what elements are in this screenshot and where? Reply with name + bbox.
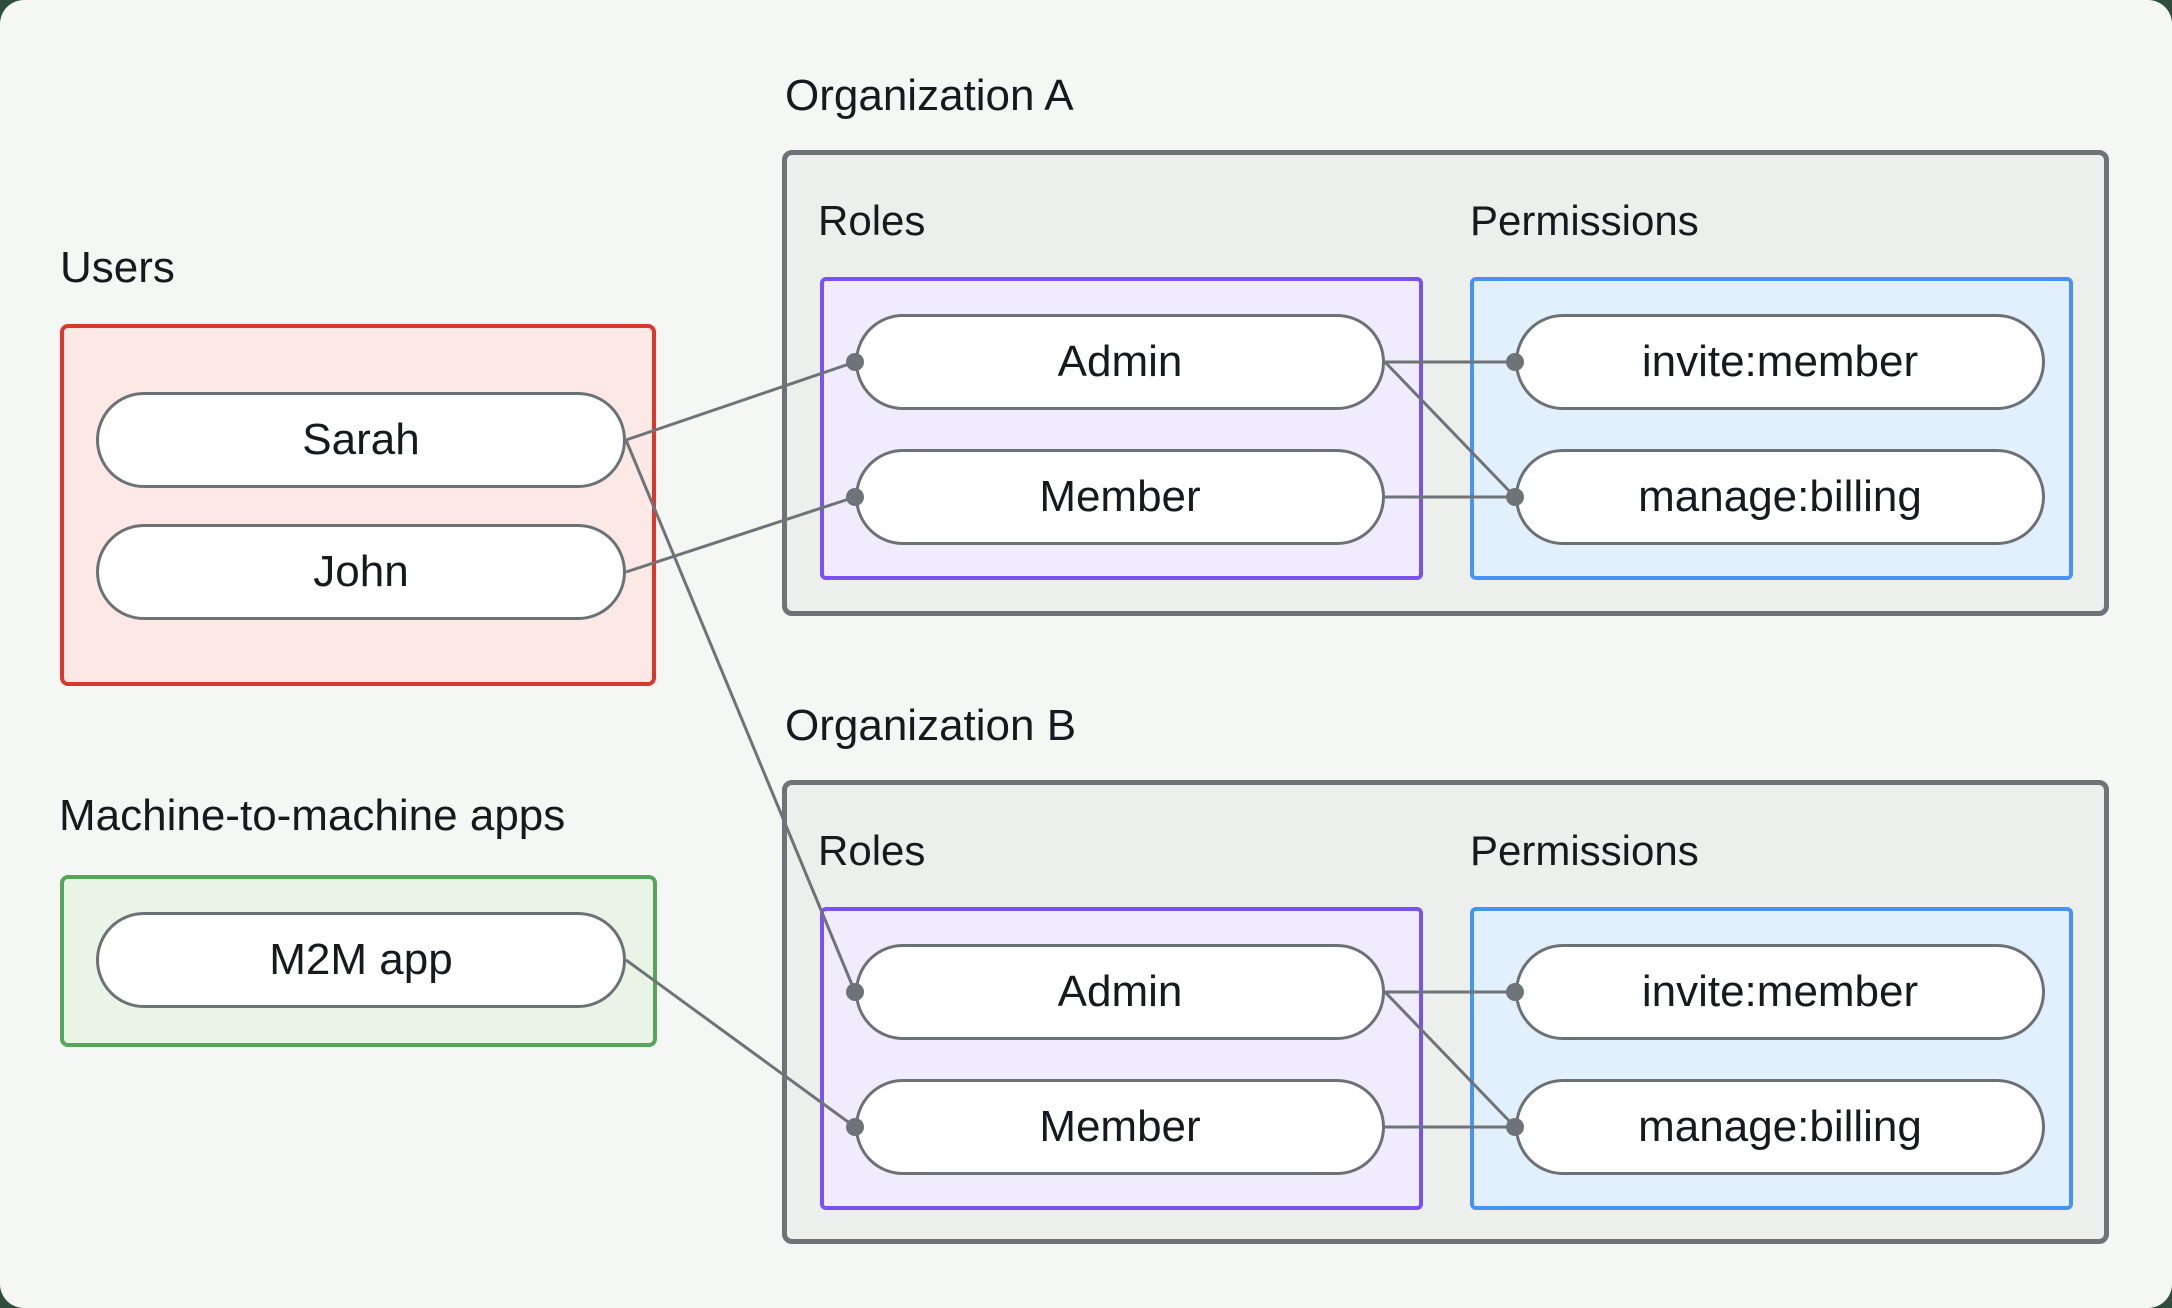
pill-org-a-perm-manage-billing: manage:billing [1515, 449, 2045, 545]
org-a-permissions-label: Permissions [1470, 197, 1699, 244]
pill-m2m-app: M2M app [96, 912, 626, 1008]
pill-user-sarah: Sarah [96, 392, 626, 488]
pill-org-a-role-admin: Admin [855, 314, 1385, 410]
pill-org-b-perm-manage-billing: manage:billing [1515, 1079, 2045, 1175]
pill-org-b-role-admin: Admin [855, 944, 1385, 1040]
org-b-title: Organization B [785, 701, 1077, 750]
pill-org-a-perm-invite-member: invite:member [1515, 314, 2045, 410]
users-section-title: Users [60, 243, 175, 292]
org-a-roles-label: Roles [818, 197, 926, 244]
pill-org-b-perm-invite-member: invite:member [1515, 944, 2045, 1040]
pill-org-a-role-member: Member [855, 449, 1385, 545]
pill-user-john: John [96, 524, 626, 620]
users-group-box [60, 324, 656, 686]
org-b-roles-label: Roles [818, 827, 926, 874]
pill-org-b-role-member: Member [855, 1079, 1385, 1175]
m2m-section-title: Machine-to-machine apps [59, 791, 566, 840]
org-b-permissions-label: Permissions [1470, 827, 1699, 874]
org-a-title: Organization A [785, 71, 1074, 120]
